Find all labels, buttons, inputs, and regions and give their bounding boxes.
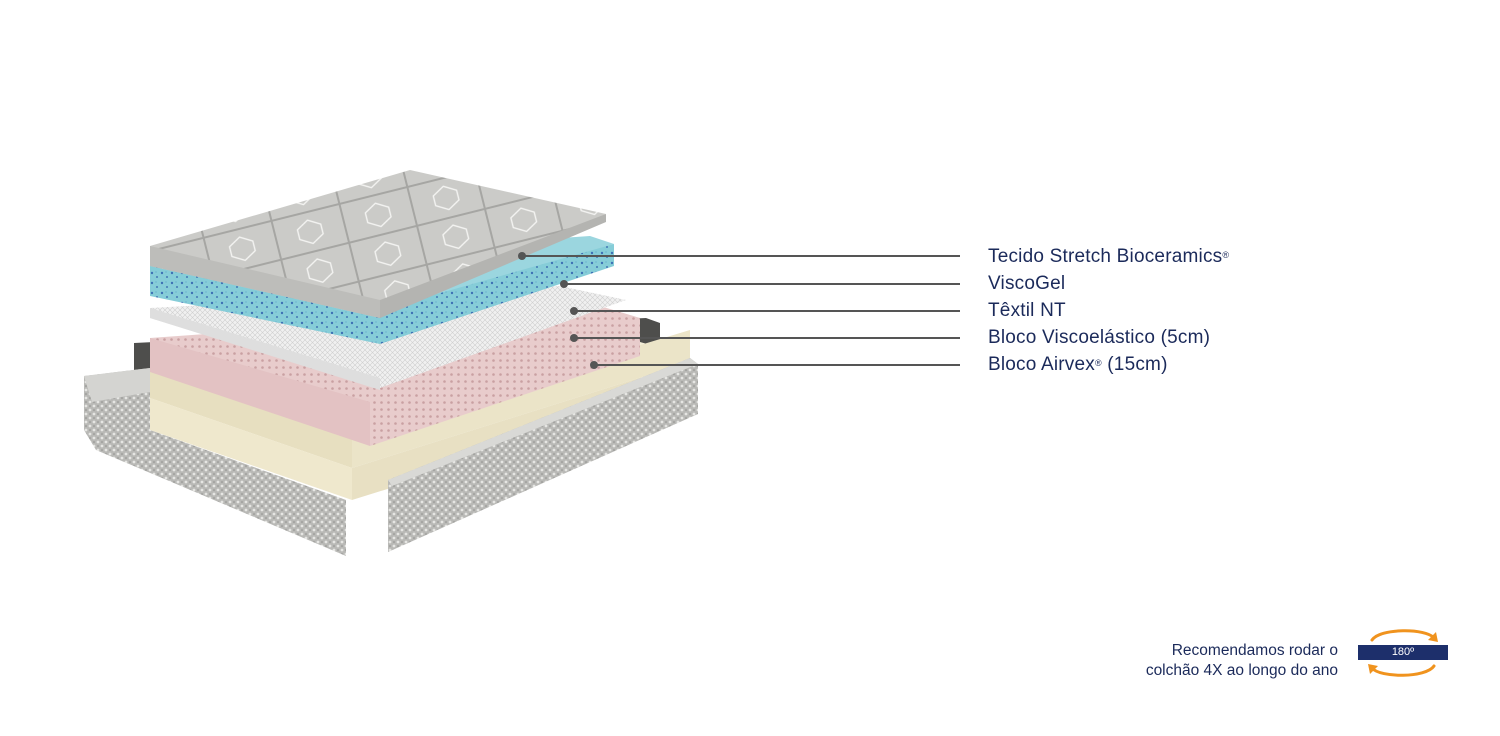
layer-label-viscogel-text: ViscoGel	[988, 273, 1066, 294]
layer-label-visco-block-text: Bloco Viscoelástico (5cm)	[988, 327, 1211, 348]
layer-label-airvex: Bloco Airvex® (15cm)	[988, 354, 1168, 376]
leader-dot-fabric	[518, 252, 526, 260]
rotation-note-line-1: Recomendamos rodar o	[1171, 642, 1338, 659]
layer-label-viscogel: ViscoGel	[988, 273, 1065, 295]
leader-dot-airvex	[590, 361, 598, 369]
layer-label-visco-block: Bloco Viscoelástico (5cm)	[988, 327, 1210, 349]
layer-label-fabric: Tecido Stretch Bioceramics®	[988, 246, 1229, 268]
layer-label-textil-text: Têxtil NT	[988, 300, 1066, 321]
base-right-wall	[388, 358, 698, 552]
base-left-wall	[84, 368, 346, 556]
layer-label-airvex-text: Bloco Airvex	[988, 354, 1095, 375]
leader-lines	[522, 255, 960, 366]
layer-label-airvex-size: (15cm)	[1101, 354, 1168, 375]
registered-mark: ®	[1222, 250, 1230, 260]
leader-dots	[518, 252, 598, 369]
layer-label-fabric-text: Tecido Stretch Bioceramics	[988, 246, 1223, 267]
rotation-degrees: 180º	[1358, 645, 1448, 660]
leader-dot-viscogel	[560, 280, 568, 288]
leader-dot-visco-block	[570, 334, 578, 342]
layer-stretch-fabric	[150, 170, 606, 318]
registered-mark: ®	[1094, 358, 1102, 368]
leader-dot-textil	[570, 307, 578, 315]
layer-label-textil: Têxtil NT	[988, 300, 1066, 322]
rotation-recommendation: Recomendamos rodar o colchão 4X ao longo…	[1038, 641, 1338, 681]
rotation-badge: 180º	[1358, 624, 1448, 682]
rotate-arrows-icon	[1368, 629, 1438, 677]
rotation-note-line-2: colchão 4X ao longo do ano	[1145, 662, 1338, 679]
